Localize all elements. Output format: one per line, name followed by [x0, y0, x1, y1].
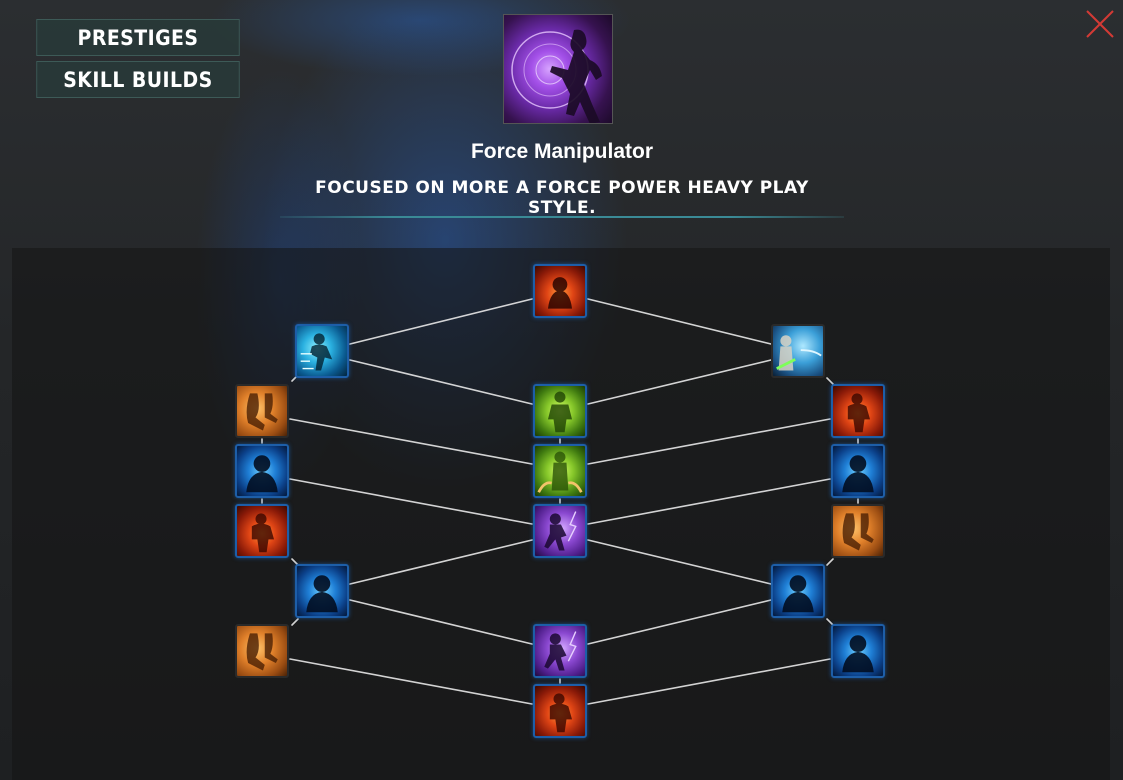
prestiges-button[interactable]: PRESTIGES	[36, 19, 240, 56]
force-lightning-icon	[544, 631, 577, 671]
kick-icon	[842, 513, 874, 551]
prestige-icon	[503, 14, 613, 124]
lightsaber-jedi-icon	[776, 335, 822, 371]
skill-node-force-aura-5[interactable]	[831, 624, 885, 678]
skill-node-force-aura-2[interactable]	[831, 444, 885, 498]
skill-node-force-lightning-2[interactable]	[533, 624, 587, 678]
force-aura-icon	[306, 575, 338, 613]
skill-node-kick-3[interactable]	[235, 624, 289, 678]
force-aura-icon	[782, 575, 814, 613]
prestige-title: Force Manipulator	[470, 140, 654, 163]
force-heal-icon	[547, 391, 573, 433]
force-rage-icon	[547, 277, 573, 309]
skill-node-kick-2[interactable]	[831, 504, 885, 558]
skill-node-force-aura-3[interactable]	[295, 564, 349, 618]
skill-node-force-lightning-1[interactable]	[533, 504, 587, 558]
force-aura-icon	[842, 635, 874, 673]
skill-node-force-drain[interactable]	[533, 444, 587, 498]
skill-builds-button[interactable]: SKILL BUILDS	[36, 61, 240, 98]
kick-icon	[246, 393, 278, 431]
force-drain-icon	[537, 451, 583, 493]
prestige-description: FOCUSED ON MORE A FORCE POWER HEAVY PLAY…	[315, 178, 809, 218]
title-divider	[280, 216, 844, 218]
force-fire-icon	[549, 693, 573, 733]
skill-node-force-fire-1[interactable]	[831, 384, 885, 438]
kick-icon	[246, 633, 278, 671]
force-speed-icon	[300, 333, 333, 371]
force-lightning-icon	[544, 511, 577, 551]
skill-node-force-fire-2[interactable]	[235, 504, 289, 558]
skill-node-force-aura-4[interactable]	[771, 564, 825, 618]
force-fire-icon	[251, 513, 275, 553]
close-icon[interactable]	[1084, 8, 1116, 40]
skill-node-kick-1[interactable]	[235, 384, 289, 438]
skill-node-force-fire-3[interactable]	[533, 684, 587, 738]
force-aura-icon	[842, 455, 874, 493]
skill-node-jedi-strike[interactable]	[771, 324, 825, 378]
force-fire-icon	[847, 393, 871, 433]
skill-node-force-speed[interactable]	[295, 324, 349, 378]
skill-node-force-heal[interactable]	[533, 384, 587, 438]
skill-node-force-aura-1[interactable]	[235, 444, 289, 498]
force-aura-icon	[246, 455, 278, 493]
skill-node-force-rage[interactable]	[533, 264, 587, 318]
